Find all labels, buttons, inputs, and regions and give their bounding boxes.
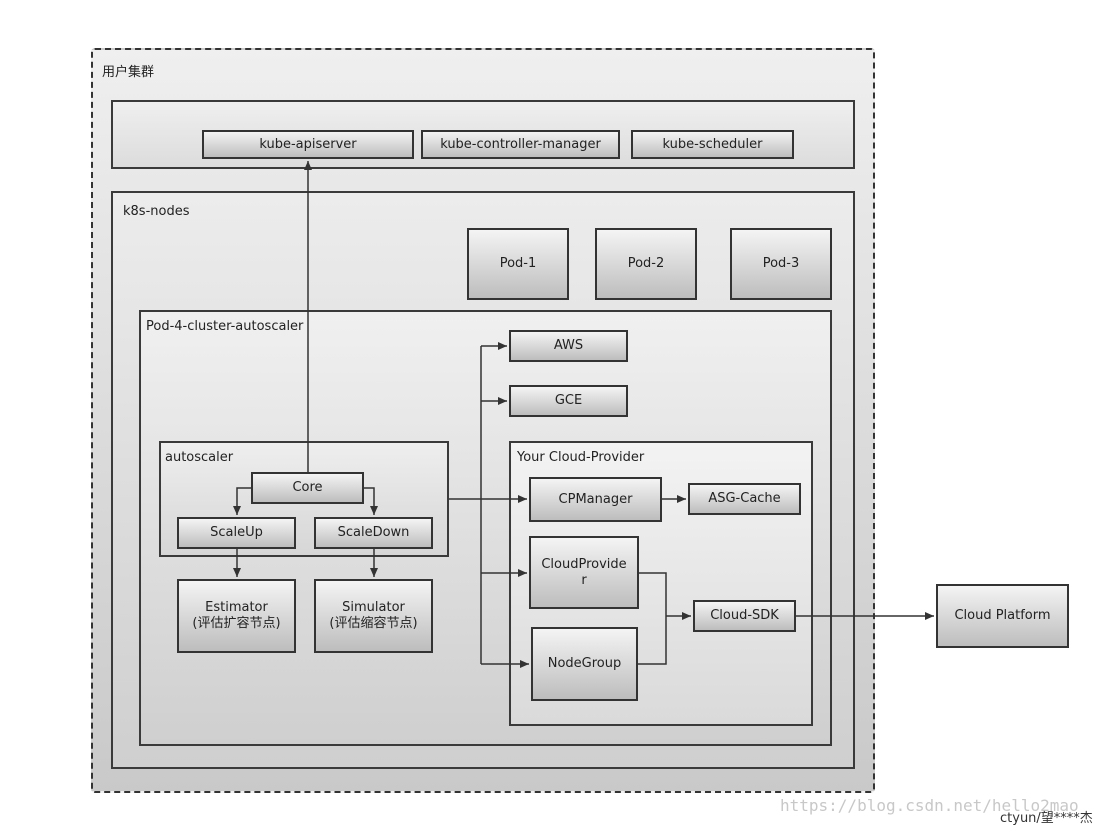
cloud-sdk-box: Cloud-SDK (693, 600, 796, 632)
cloudprovider-to-sdk-line (638, 572, 667, 665)
core-to-scaledown-arrow (364, 487, 378, 515)
cloud-provider-box: CloudProvide r (529, 536, 639, 609)
node-group-box: NodeGroup (531, 627, 638, 701)
kube-scheduler-box: kube-scheduler (631, 130, 794, 159)
kube-controller-manager-box: kube-controller-manager (421, 130, 620, 159)
estimator-subtitle: (评估扩容节点) (192, 616, 281, 631)
autoscaler-pod-label: Pod-4-cluster-autoscaler (146, 319, 304, 334)
scale-down-box: ScaleDown (314, 517, 433, 549)
pod-1-box: Pod-1 (467, 228, 569, 300)
estimator-title: Estimator (205, 600, 268, 615)
autoscaler-label: autoscaler (165, 450, 234, 465)
kube-apiserver-box: kube-apiserver (202, 130, 414, 159)
pod-3-box: Pod-3 (730, 228, 832, 300)
core-to-scaleup-arrow (233, 487, 251, 515)
estimator-box: Estimator (评估扩容节点) (177, 579, 296, 653)
asg-cache-box: ASG-Cache (688, 483, 801, 515)
cloud-provider-title: CloudProvide (541, 556, 627, 572)
simulator-box: Simulator (评估缩容节点) (314, 579, 433, 653)
gce-box: GCE (509, 385, 628, 417)
aws-box: AWS (509, 330, 628, 362)
core-box: Core (251, 472, 364, 504)
pod-2-box: Pod-2 (595, 228, 697, 300)
scale-up-box: ScaleUp (177, 517, 296, 549)
simulator-subtitle: (评估缩容节点) (329, 616, 418, 631)
cluster-label: 用户集群 (102, 65, 155, 80)
cloud-provider-title-wrap: r (581, 572, 587, 588)
credit-text: ctyun/望****杰 (1000, 811, 1093, 826)
your-cloud-provider-label: Your Cloud-Provider (517, 450, 645, 465)
simulator-title: Simulator (342, 600, 405, 615)
cp-manager-box: CPManager (529, 477, 662, 522)
watermark-text: https://blog.csdn.net/hello2mao (780, 796, 1079, 815)
k8s-nodes-label: k8s-nodes (123, 204, 190, 219)
cloud-platform-box: Cloud Platform (936, 584, 1069, 648)
